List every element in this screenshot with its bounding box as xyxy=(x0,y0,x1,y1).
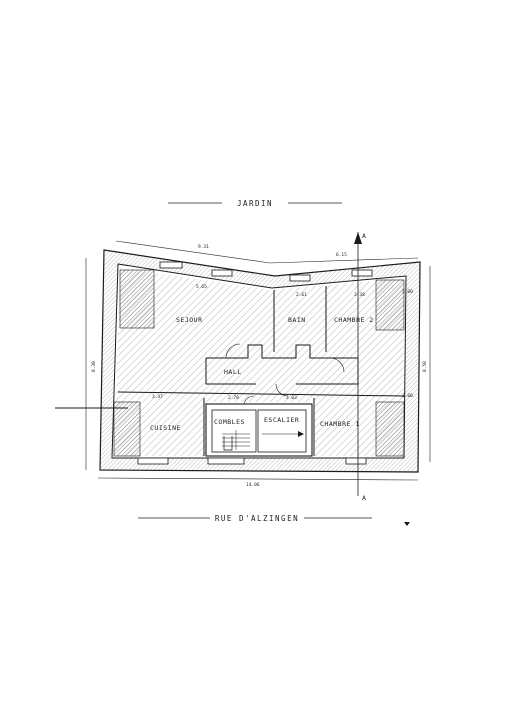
garden-label: JARDIN xyxy=(237,199,273,208)
garden-label-group: JARDIN xyxy=(168,199,342,208)
section-marker-top: A xyxy=(362,232,366,240)
dim-top-overall: 9.31 xyxy=(198,244,209,250)
section-line-aa: A A xyxy=(354,232,366,502)
dim-bottom-overall: 14.06 xyxy=(246,482,260,488)
overall-dimensions xyxy=(85,240,431,481)
dim-right-height: 8.50 xyxy=(422,361,428,372)
dim-right-upper: 3.00 xyxy=(402,289,413,295)
room-label-chambre2: CHAMBRE 2 xyxy=(334,316,374,324)
dim-top-right: 6.15 xyxy=(336,252,347,258)
room-label-chambre1: CHAMBRE 1 xyxy=(320,420,360,428)
street-label-group: RUE D'ALZINGEN xyxy=(138,514,372,523)
street-label: RUE D'ALZINGEN xyxy=(215,514,299,523)
room-label-sejour: SEJOUR xyxy=(176,316,202,324)
stair-core xyxy=(205,403,313,457)
dim-inner-mid-left: 3.47 xyxy=(152,394,163,400)
dim-inner-mid-right: 3.03 xyxy=(286,395,297,401)
room-labels: SEJOUR BAIN CHAMBRE 2 HALL CUISINE COMBL… xyxy=(150,316,374,432)
room-label-bain: BAIN xyxy=(288,316,306,324)
room-label-combles: COMBLES xyxy=(214,418,245,426)
dim-inner-top-mid: 2.61 xyxy=(296,292,307,298)
section-arrow-top-icon xyxy=(354,232,362,244)
dim-inner-mid-center: 2.78 xyxy=(228,395,239,401)
room-label-hall: HALL xyxy=(224,368,242,376)
section-marker-bottom: A xyxy=(362,494,366,502)
dim-left-height: 8.30 xyxy=(91,361,97,372)
windows xyxy=(137,261,373,465)
floor-hatch xyxy=(114,268,404,456)
outer-walls xyxy=(99,249,421,473)
wall-piers xyxy=(113,269,405,457)
room-label-escalier: ESCALIER xyxy=(264,416,299,424)
dim-inner-top-right: 3.38 xyxy=(354,292,365,298)
door-swings xyxy=(225,343,345,405)
dim-right-lower: 3.00 xyxy=(402,393,413,399)
interior-dimensions: 5.65 2.61 3.38 3.47 2.78 3.03 3.00 3.00 xyxy=(152,284,413,401)
room-label-cuisine: CUISINE xyxy=(150,424,181,432)
corner-mark-icon xyxy=(404,522,410,526)
dim-inner-top-left: 5.65 xyxy=(196,284,207,290)
